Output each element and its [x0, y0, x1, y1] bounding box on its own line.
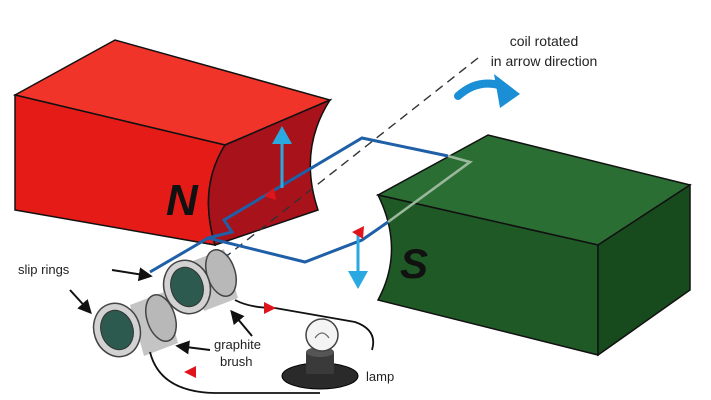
south-pole-label: S: [400, 240, 428, 287]
graphite-brush-pointer-lower: [175, 340, 211, 355]
force-arrow-down: [348, 232, 368, 289]
south-magnet-front-face: [376, 193, 599, 356]
force-arrow-up: [272, 126, 292, 188]
graphite-label-line1: graphite: [214, 337, 261, 352]
slip-rings-label: slip rings: [18, 262, 70, 277]
rotation-axis: [227, 57, 479, 256]
lamp-bulb-icon: [281, 318, 359, 390]
lamp-label: lamp: [366, 369, 394, 384]
graphite-label-line2: brush: [220, 354, 253, 369]
rotation-arrow-icon: [454, 74, 520, 108]
coil-rotated-label-line1: coil rotated: [510, 33, 578, 49]
current-arrow-circuit-top: [264, 302, 276, 314]
north-pole-label: N: [166, 176, 199, 225]
coil-wire-near-hidden: [387, 154, 473, 224]
slip-rings-pointer-upper: [111, 267, 153, 282]
slip-ring-back: [162, 249, 238, 315]
north-magnet: N: [12, 39, 333, 246]
current-arrow-circuit-bottom: [184, 366, 196, 378]
slip-rings-pointer-lower: [69, 289, 92, 315]
coil-rotated-label-line2: in arrow direction: [491, 53, 598, 69]
slip-ring-front: [92, 292, 178, 358]
current-arrow-coil-bottom: [352, 226, 364, 239]
graphite-brush-pointer-upper: [230, 309, 253, 337]
south-magnet: S: [375, 134, 692, 357]
coil-wire-near: [197, 220, 389, 264]
circuit-wire-top: [234, 299, 375, 351]
north-magnet-side-face: [207, 98, 332, 246]
coil-wire-far: [207, 136, 449, 240]
current-arrow-coil-top: [264, 188, 276, 200]
south-magnet-side-face: [597, 183, 691, 357]
coil-lead-front: [149, 242, 199, 274]
circuit-wire-bottom: [149, 351, 320, 394]
